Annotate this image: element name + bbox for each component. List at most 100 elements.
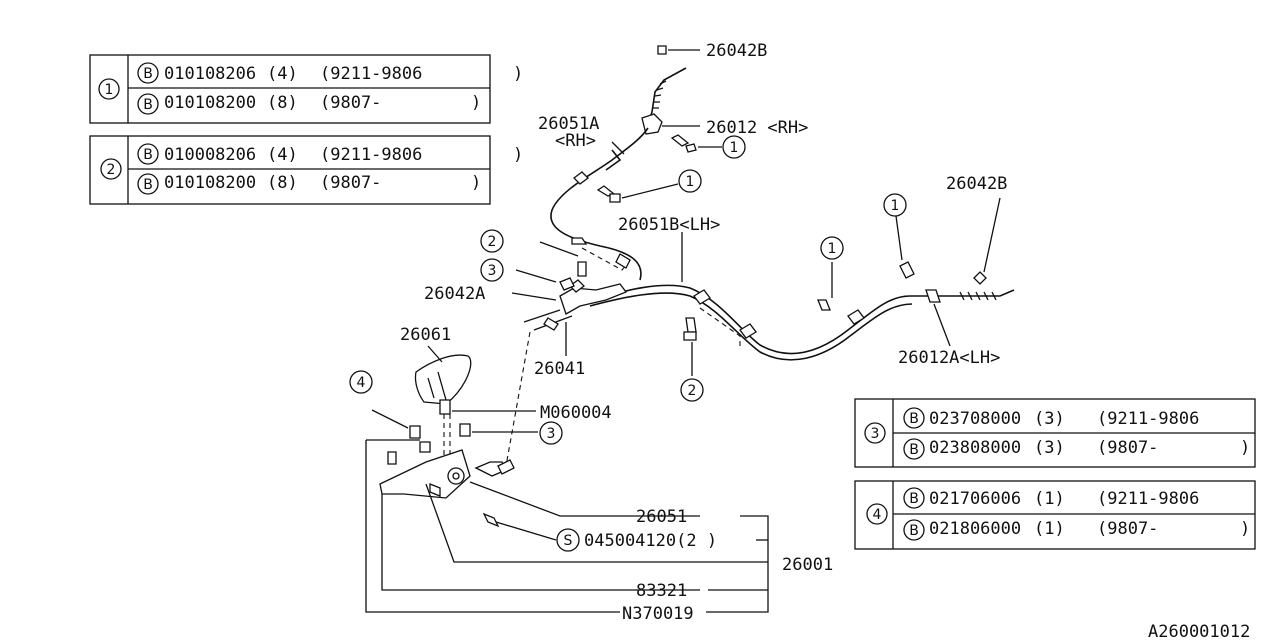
- rh-cable-assembly: [550, 45, 722, 281]
- callout-1: 1: [686, 174, 695, 190]
- callout-1-circle: [883, 193, 907, 217]
- part-number: 023708000: [929, 409, 1021, 429]
- label-26012a-lh: 26012A<LH>: [898, 348, 1000, 368]
- bolt-prefix-circle: [903, 487, 925, 509]
- bolt-prefix: B: [143, 97, 153, 113]
- bolt-prefix: B: [143, 147, 153, 163]
- date-range-close: ): [471, 173, 481, 193]
- label-26042b-right: 26042B: [946, 174, 1007, 194]
- date-range-close: ): [513, 145, 523, 165]
- bolt-prefix: B: [909, 442, 919, 458]
- bolt: [685, 317, 697, 333]
- screw-045004120: [482, 512, 500, 528]
- quantity: (8): [267, 173, 298, 193]
- screw-prefix: S: [564, 533, 573, 549]
- date-range-close: ): [471, 93, 481, 113]
- part-number: 010108206: [164, 64, 256, 84]
- date-range: (9211-9806: [320, 145, 422, 165]
- callout-1: 1: [730, 140, 739, 156]
- bolt-prefix-circle: [137, 62, 159, 84]
- date-range: (9211-9806: [320, 64, 422, 84]
- label-83321: 83321: [636, 581, 687, 601]
- callout-1: 1: [828, 241, 837, 257]
- bolt-prefix-circle: [137, 93, 159, 115]
- quantity: (3): [1034, 438, 1065, 458]
- label-26042b-top: 26042B: [706, 41, 767, 61]
- bolt: [577, 261, 587, 277]
- callout-1-circle: [722, 135, 746, 159]
- label-rh-tag: <RH>: [555, 131, 596, 151]
- bolt-prefix-circle: [903, 519, 925, 541]
- bolt-m060004: [439, 399, 451, 415]
- label-26001: 26001: [782, 555, 833, 575]
- bolt-prefix-circle: [137, 143, 159, 165]
- quantity: (4): [267, 145, 298, 165]
- label-26051b-lh: 26051B<LH>: [618, 215, 720, 235]
- date-range-close: ): [1240, 438, 1250, 458]
- clip-26042b-right: [973, 271, 987, 285]
- quantity: (1): [1034, 489, 1065, 509]
- callout-3: 3: [488, 263, 497, 279]
- callout-1-circle: [678, 169, 702, 193]
- date-range: (9807-: [320, 93, 381, 113]
- part-number: 010108200: [164, 93, 256, 113]
- bolt-prefix-circle: [903, 438, 925, 460]
- cable-clip: [569, 279, 585, 293]
- nut: [409, 425, 421, 439]
- callout-4: 4: [873, 507, 882, 523]
- date-range: (9807-: [320, 173, 381, 193]
- bolt-prefix: B: [143, 66, 153, 82]
- date-range: (9807-: [1097, 519, 1158, 539]
- cable-clip: [571, 237, 588, 245]
- label-26061: 26061: [400, 325, 451, 345]
- quantity: (3): [1034, 409, 1065, 429]
- callout-3-circle: [480, 258, 504, 282]
- quantity: (8): [267, 93, 298, 113]
- bolt-prefix: B: [143, 177, 153, 193]
- label-26051a: 26051A: [538, 114, 599, 134]
- callout-1: 1: [105, 82, 114, 98]
- figure-id: A260001012: [1148, 622, 1250, 640]
- rh-cable-26051a: [550, 127, 649, 281]
- callout-2: 2: [488, 234, 497, 250]
- callout-2-circle: [680, 378, 704, 402]
- spec-table-3: 3 B 023708000 (3) (9211-9806 B 023808000…: [854, 398, 1256, 468]
- cable-clip: [739, 323, 757, 339]
- nut: [559, 277, 575, 291]
- callout-1: 1: [891, 198, 900, 214]
- part-number: 010008206: [164, 145, 256, 165]
- callout-3: 3: [871, 426, 880, 442]
- bolt-prefix-circle: [137, 173, 159, 195]
- label-045004120: 045004120(2 ): [584, 531, 717, 551]
- screw-prefix-circle: [556, 528, 580, 552]
- date-range: (9211-9806: [1097, 489, 1199, 509]
- drawing-callouts: 1 1 1 1 2 2 3 3 4 S: [349, 135, 907, 552]
- callout-1-circle: [820, 236, 844, 260]
- callout-2: 2: [688, 383, 697, 399]
- date-range: (9807-: [1097, 438, 1158, 458]
- label-m060004: M060004: [540, 403, 612, 423]
- bolt: [817, 299, 831, 311]
- date-range-close: ): [513, 64, 523, 84]
- quantity: (4): [267, 64, 298, 84]
- bolt-prefix: B: [909, 523, 919, 539]
- callout-3-circle: [864, 422, 886, 444]
- bolt-prefix: B: [909, 411, 919, 427]
- callout-1-circle: [98, 78, 120, 100]
- lever-grip-26061: [414, 354, 472, 405]
- date-range-close: ): [1240, 519, 1250, 539]
- callout-2-circle: [480, 229, 504, 253]
- label-n370019: N370019: [622, 604, 694, 624]
- lever-body-26001: [379, 449, 471, 499]
- bolt-prefix-circle: [903, 407, 925, 429]
- date-range: (9211-9806: [1097, 409, 1199, 429]
- label-26012-rh: 26012 <RH>: [706, 118, 808, 138]
- callout-2-circle: [100, 158, 122, 180]
- bolt: [899, 261, 915, 279]
- callout-4-circle: [349, 370, 373, 394]
- cable-clip: [847, 309, 865, 325]
- lever-assembly: [365, 345, 769, 613]
- spec-table-2: 2 B 010008206 (4) (9211-9806 ) B 0101082…: [89, 135, 523, 205]
- callout-4: 4: [357, 375, 366, 391]
